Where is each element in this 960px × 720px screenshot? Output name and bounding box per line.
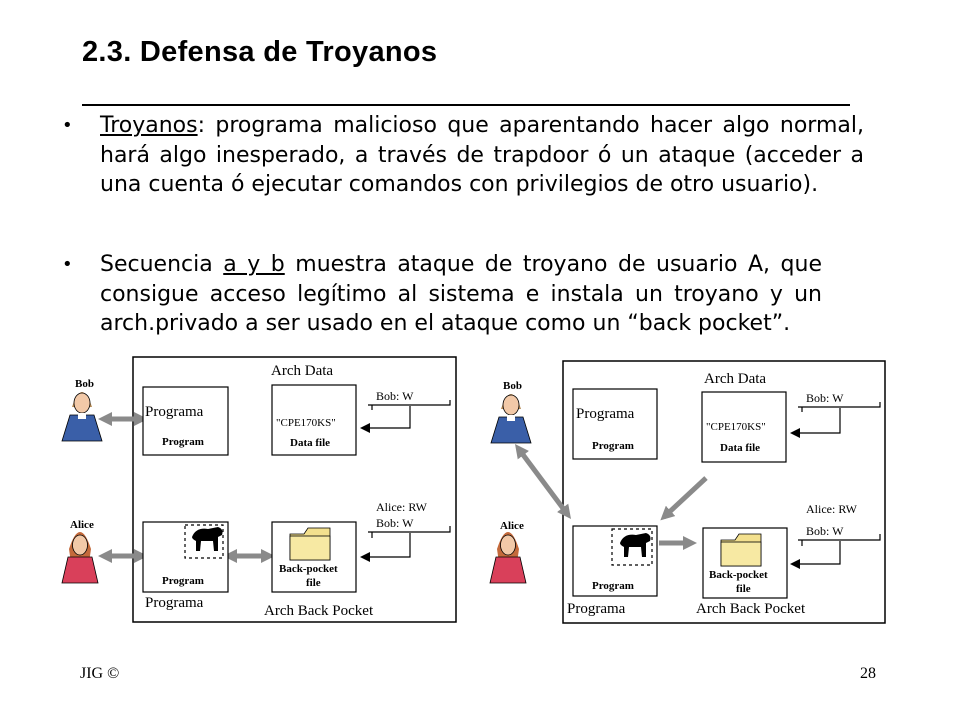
data-content: "CPE170KS" xyxy=(706,421,766,433)
panel-a: Bob Alice Programa Program Arch Data "CP… xyxy=(61,356,457,623)
bullet-dot: • xyxy=(62,254,73,275)
bullet-text-post: muestra ataque de troyano de usuario A, … xyxy=(100,252,822,336)
bullet-term: Troyanos xyxy=(100,113,198,138)
arch-back-pocket-label: Arch Back Pocket xyxy=(264,603,374,619)
label-alice: Alice xyxy=(70,519,94,531)
bullet-list: • Troyanos: programa malicioso que aparen… xyxy=(62,111,864,200)
acl-alice: Alice: RW xyxy=(806,502,858,516)
programa-label: Programa xyxy=(145,404,204,420)
data-file-label: Data file xyxy=(290,437,330,449)
programa-label: Programa xyxy=(567,601,626,617)
program-label: Program xyxy=(162,436,204,448)
programa-label: Programa xyxy=(145,595,204,611)
bullet-text: : programa malicioso que aparentando hac… xyxy=(100,113,864,197)
back-pocket-label-2: file xyxy=(736,583,751,595)
data-file-label: Data file xyxy=(720,442,760,454)
arch-data-label: Arch Data xyxy=(704,371,766,387)
bullet-troyanos: • Troyanos: programa malicioso que aparen… xyxy=(62,111,864,200)
trojan-diagram: Bob Alice Programa Program Arch Data "CP… xyxy=(61,356,886,624)
slide-title: 2.3. Defensa de Troyanos xyxy=(82,36,438,68)
bullet-list-2: • Secuencia a y b muestra ataque de troya… xyxy=(62,250,822,336)
bullet-secuencia: • Secuencia a y b muestra ataque de troya… xyxy=(62,250,822,336)
back-pocket-label-1: Back-pocket xyxy=(709,569,768,581)
bullet-text-pre: Secuencia xyxy=(100,252,224,277)
program-label: Program xyxy=(162,575,204,587)
label-alice: Alice xyxy=(500,520,524,532)
program-label: Program xyxy=(592,580,634,592)
alice-avatar-icon xyxy=(61,531,99,584)
data-content: "CPE170KS" xyxy=(276,417,336,429)
label-bob: Bob xyxy=(75,378,94,390)
bob-avatar-icon xyxy=(61,391,103,442)
bob-avatar-icon xyxy=(490,393,532,444)
footer-author: JIG © xyxy=(80,665,120,682)
arch-back-pocket-label: Arch Back Pocket xyxy=(696,601,806,617)
program-label: Program xyxy=(592,440,634,452)
label-bob: Bob xyxy=(503,380,522,392)
bullet-clip: • Secuencia a y b muestra ataque de troya… xyxy=(62,250,872,336)
back-pocket-label-1: Back-pocket xyxy=(279,563,338,575)
arch-data-label: Arch Data xyxy=(271,363,333,379)
bullet-underlined: a y b xyxy=(223,252,285,277)
alice-avatar-icon xyxy=(489,531,527,584)
back-pocket-label-2: file xyxy=(306,577,321,589)
footer-page-number: 28 xyxy=(860,665,876,682)
acl-bob: Bob: W xyxy=(376,516,414,530)
acl-alice: Alice: RW xyxy=(376,500,428,514)
panel-b: Bob Alice Programa Program Arch Data "CP… xyxy=(489,360,886,624)
acl-bob: Bob: W xyxy=(806,391,844,405)
bullet-dot: • xyxy=(62,115,73,136)
title-underline xyxy=(82,104,850,106)
programa-label: Programa xyxy=(576,406,635,422)
acl-bob: Bob: W xyxy=(376,389,414,403)
acl-bob: Bob: W xyxy=(806,524,844,538)
